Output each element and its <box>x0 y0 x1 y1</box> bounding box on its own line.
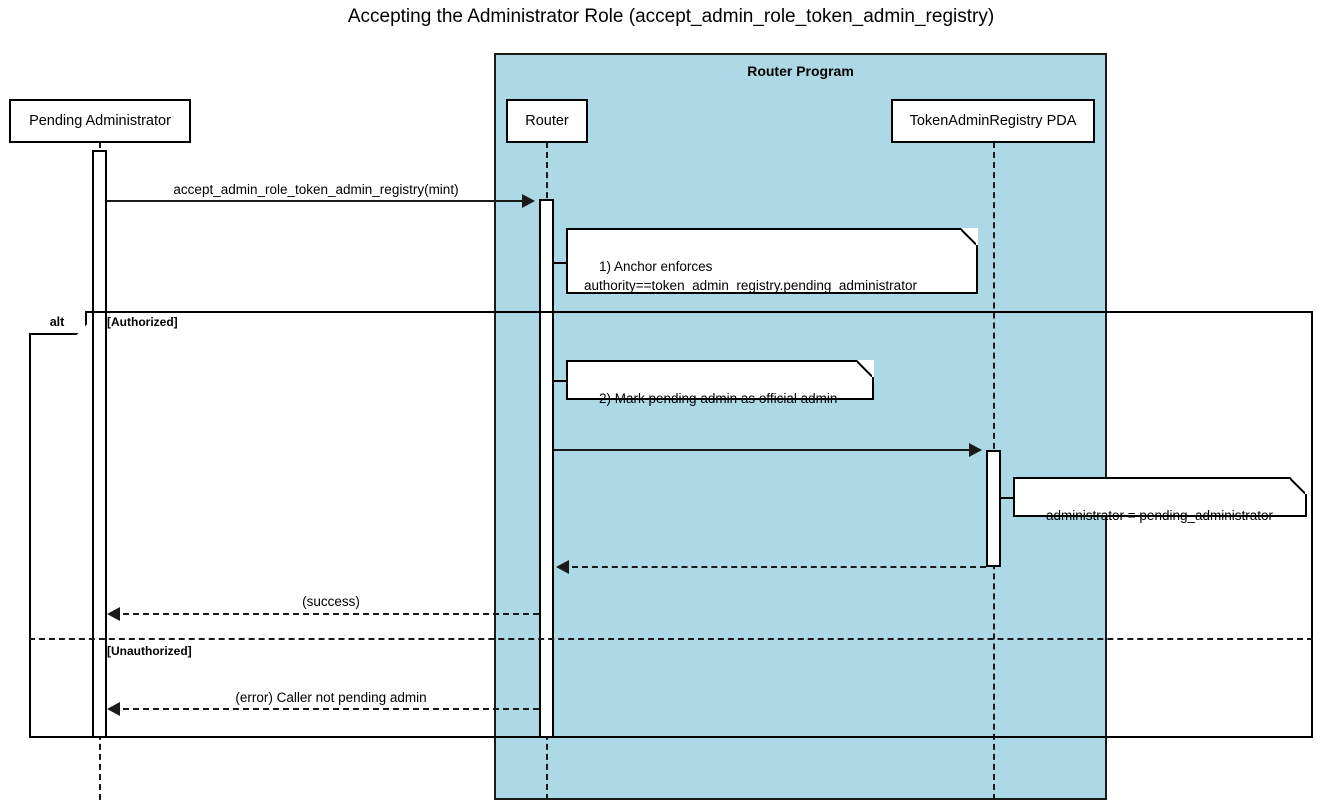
participant-label: TokenAdminRegistry PDA <box>909 113 1077 129</box>
message-line-registry-return <box>572 566 986 568</box>
participant-token-admin-registry-pda[interactable]: TokenAdminRegistry PDA <box>891 99 1095 143</box>
message-label-success: (success) <box>302 594 360 609</box>
note-stub-1 <box>554 262 568 264</box>
message-line-accept-admin-role <box>107 200 525 202</box>
message-line-update-registry <box>554 449 972 451</box>
note-fold-edge-icon <box>1290 477 1307 494</box>
message-arrowhead-error <box>107 702 120 716</box>
group-box-label: Router Program <box>747 63 854 79</box>
message-line-success <box>123 613 539 615</box>
message-arrowhead-accept-admin-role <box>522 194 535 208</box>
note-text: 2) Mark pending admin as official admin <box>599 390 838 406</box>
note-text: administrator = pending_administrator <box>1046 507 1274 523</box>
note-fold-edge-icon <box>961 228 978 245</box>
fragment-guard-unauthorized: [Unauthorized] <box>107 644 192 658</box>
fragment-guard-authorized: [Authorized] <box>107 315 178 329</box>
message-arrowhead-success <box>107 607 120 621</box>
participant-pending-administrator[interactable]: Pending Administrator <box>9 99 191 143</box>
message-arrowhead-registry-return <box>556 560 569 574</box>
diagram-title: Accepting the Administrator Role (accept… <box>347 6 995 27</box>
message-line-error <box>123 708 539 710</box>
message-label-accept-admin-role: accept_admin_role_token_admin_registry(m… <box>173 182 459 197</box>
note-mark-pending-admin: 2) Mark pending admin as official admin <box>566 360 874 406</box>
combined-fragment-alt <box>29 311 1313 738</box>
participant-label: Pending Administrator <box>29 113 171 129</box>
fragment-operator-tab: alt <box>29 311 87 335</box>
fragment-operator-label: alt <box>49 315 65 329</box>
note-administrator-assignment: administrator = pending_administrator <box>1013 477 1307 523</box>
message-label-error: (error) Caller not pending admin <box>235 690 427 705</box>
fragment-divider <box>29 638 1313 640</box>
activation-token-admin-registry-pda <box>986 450 1001 567</box>
note-text: 1) Anchor enforces authority==token_admi… <box>584 258 917 294</box>
note-fold-edge-icon <box>857 360 874 377</box>
note-stub-3 <box>1001 497 1015 499</box>
message-arrowhead-update-registry <box>969 443 982 457</box>
note-stub-2 <box>554 380 568 382</box>
note-anchor-enforces: 1) Anchor enforces authority==token_admi… <box>566 228 978 294</box>
participant-label: Router <box>525 113 569 129</box>
participant-router[interactable]: Router <box>506 99 588 143</box>
group-box-router-program: Router Program <box>494 53 1107 800</box>
